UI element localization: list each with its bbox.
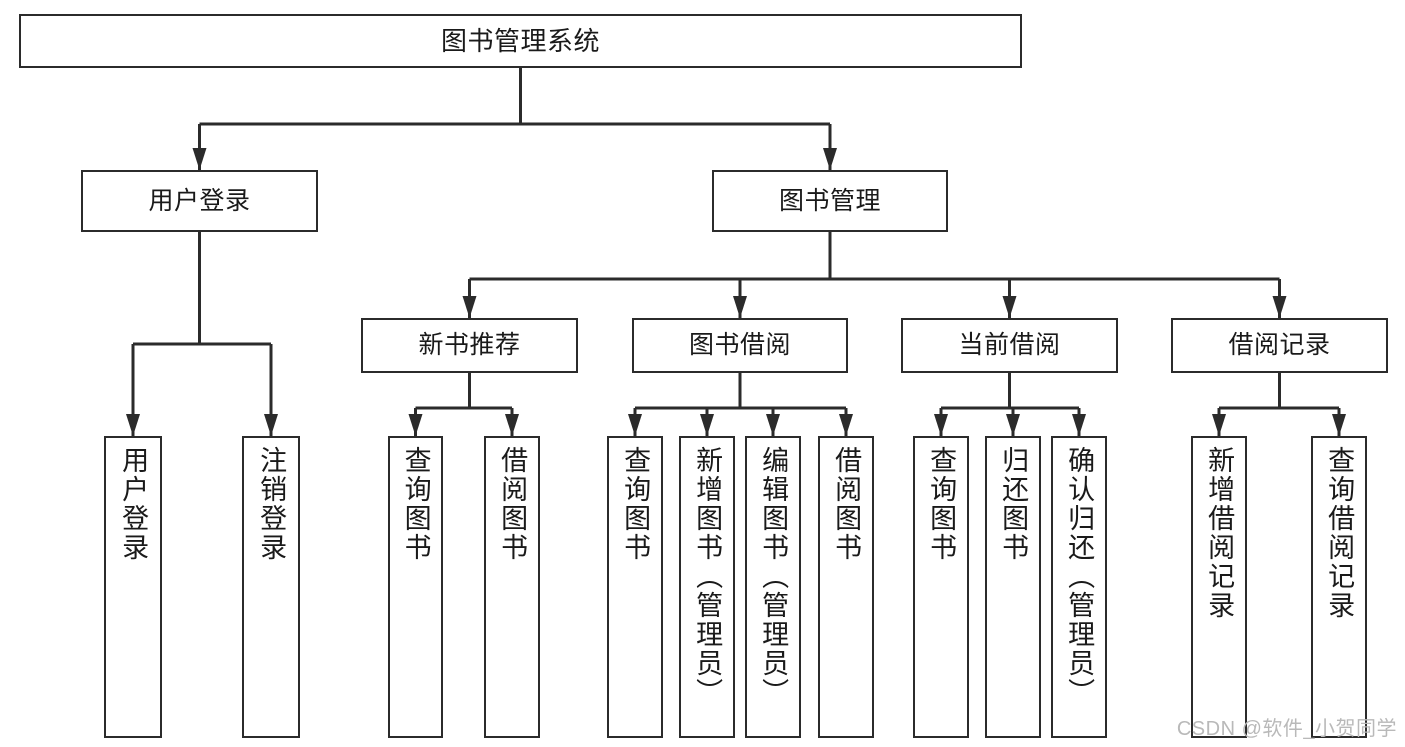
arrowhead-icon: [264, 414, 278, 436]
node-current-borrow[interactable]: 当前借阅: [901, 318, 1118, 373]
csdn-watermark: CSDN @软件_小贺同学: [1176, 718, 1397, 740]
arrowhead-icon: [823, 148, 837, 170]
node-leaf-user-login[interactable]: 用户登录: [104, 436, 162, 738]
arrowhead-icon: [1272, 296, 1287, 318]
node-leaf-borrow-book-2[interactable]: 借阅图书: [818, 436, 874, 738]
node-label: 查询图书: [620, 446, 651, 562]
node-leaf-edit-book[interactable]: 编辑图书（管理员）: [745, 436, 801, 738]
node-leaf-query-book-1[interactable]: 查询图书: [388, 436, 443, 738]
arrowhead-icon: [462, 296, 477, 318]
node-leaf-query-book-3[interactable]: 查询图书: [913, 436, 969, 738]
arrowhead-icon: [839, 414, 853, 436]
node-label: 图书管理: [778, 186, 881, 215]
arrowhead-icon: [1072, 414, 1086, 436]
node-leaf-borrow-book-1[interactable]: 借阅图书: [484, 436, 540, 738]
node-label: 用户登录: [118, 446, 149, 562]
node-borrow-record[interactable]: 借阅记录: [1171, 318, 1388, 373]
node-leaf-confirm-return[interactable]: 确认归还（管理员）: [1051, 436, 1107, 738]
arrowhead-icon: [628, 414, 642, 436]
node-label: 借阅图书: [497, 446, 528, 562]
arrowhead-icon: [408, 414, 423, 436]
arrowhead-icon: [1006, 414, 1020, 436]
node-label: 图书管理系统: [440, 25, 600, 56]
node-label: 注销登录: [256, 446, 287, 562]
node-book-manage[interactable]: 图书管理: [712, 170, 948, 232]
arrowhead-icon: [766, 414, 780, 436]
node-label: 查询借阅记录: [1324, 446, 1355, 620]
arrowhead-icon: [1002, 296, 1017, 318]
node-label: 图书借阅: [688, 331, 791, 359]
node-new-book-recommend[interactable]: 新书推荐: [361, 318, 578, 373]
node-label: 用户登录: [148, 186, 251, 215]
node-leaf-return-book[interactable]: 归还图书: [985, 436, 1041, 738]
node-label: 借阅记录: [1228, 331, 1331, 359]
node-label: 查询图书: [926, 446, 957, 562]
node-root[interactable]: 图书管理系统: [19, 14, 1022, 68]
arrowhead-icon: [126, 414, 140, 436]
node-label: 归还图书: [998, 446, 1029, 562]
arrowhead-icon: [192, 148, 207, 170]
node-leaf-add-book[interactable]: 新增图书（管理员）: [679, 436, 735, 738]
node-label: 新书推荐: [418, 331, 521, 359]
node-leaf-add-record[interactable]: 新增借阅记录: [1191, 436, 1247, 738]
node-label: 当前借阅: [958, 331, 1061, 359]
node-label: 借阅图书: [831, 446, 862, 562]
arrowhead-icon: [934, 414, 948, 436]
arrowhead-icon: [733, 296, 747, 318]
node-book-borrow[interactable]: 图书借阅: [632, 318, 848, 373]
node-label: 新增借阅记录: [1204, 446, 1235, 620]
arrowhead-icon: [700, 414, 714, 436]
node-leaf-logout[interactable]: 注销登录: [242, 436, 300, 738]
node-leaf-query-book-2[interactable]: 查询图书: [607, 436, 663, 738]
node-label: 新增图书（管理员）: [692, 446, 723, 707]
arrowhead-icon: [505, 414, 519, 436]
node-label: 编辑图书（管理员）: [758, 446, 789, 707]
node-label: 查询图书: [400, 446, 431, 562]
node-leaf-query-record[interactable]: 查询借阅记录: [1311, 436, 1367, 738]
arrowhead-icon: [1212, 414, 1226, 436]
node-label: 确认归还（管理员）: [1064, 446, 1095, 707]
arrowhead-icon: [1332, 414, 1346, 436]
node-user-login[interactable]: 用户登录: [81, 170, 318, 232]
